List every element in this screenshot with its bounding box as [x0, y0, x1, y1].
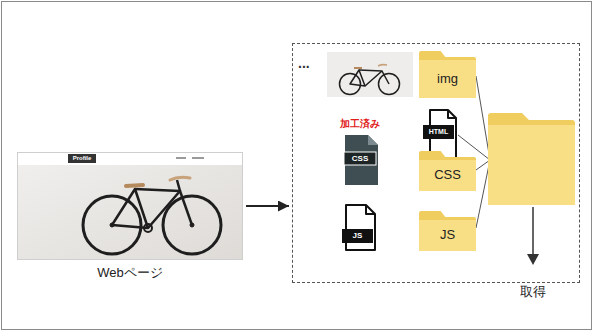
image-thumbnail	[327, 52, 413, 97]
folder-label: img	[437, 71, 458, 87]
file-page	[345, 135, 378, 185]
file-page	[346, 205, 375, 250]
arrow-shaft	[532, 207, 534, 256]
bicycle-rear-triangle	[350, 70, 365, 86]
bicycle-saddle	[354, 67, 362, 69]
logo-text: Profile	[68, 154, 96, 163]
file-type-label: JS	[342, 229, 373, 243]
bicycle-small	[340, 70, 400, 95]
file-group-box: imgCSS JS...	[292, 43, 580, 283]
thumbnail-nav-item	[192, 157, 204, 159]
file-fold	[448, 110, 456, 118]
webpage-thumbnail	[17, 152, 243, 260]
bicycle-main-triangle	[135, 189, 180, 228]
bicycle-saddle	[126, 185, 143, 186]
merge-line	[476, 76, 490, 160]
bicycle-main-triangle	[359, 70, 382, 86]
bicycle-crank	[144, 224, 152, 232]
flow-arrow	[246, 205, 289, 207]
arrow-head	[527, 254, 539, 265]
folder-back	[488, 113, 575, 205]
ellipsis-text: ...	[298, 56, 310, 70]
folder-back	[419, 51, 476, 98]
merge-lines	[458, 76, 490, 228]
folder: JS	[419, 211, 476, 251]
webpage-screenshot: Webページ	[17, 152, 243, 260]
folder: img	[419, 51, 476, 98]
thumbnail-logo-badge	[68, 154, 96, 163]
merge-line	[458, 135, 490, 160]
js-file-icon	[342, 205, 375, 250]
file-badge	[342, 229, 373, 243]
bicycle-handlebar	[378, 65, 387, 66]
folder: CSS	[419, 151, 476, 191]
folder-back	[419, 151, 476, 191]
result-label: 取得	[510, 283, 556, 300]
bicycle-fork	[180, 191, 192, 225]
folder-label: JS	[440, 227, 455, 243]
folder-label: CSS	[434, 167, 461, 183]
bicycle-fork	[382, 71, 389, 84]
merge-line	[476, 160, 490, 228]
folder-front	[488, 125, 575, 205]
thumbnail-wall	[17, 152, 243, 260]
file-fold	[366, 205, 375, 214]
folder-front	[419, 60, 476, 98]
file-fold	[368, 135, 378, 145]
file-type-label: CSS	[344, 152, 376, 165]
folder-front	[419, 220, 476, 251]
output-folder	[488, 113, 575, 205]
file-type-label: HTML	[423, 125, 454, 139]
thumbnail-header	[17, 152, 243, 165]
thumbnail-nav-item	[176, 157, 186, 159]
file-badge	[344, 152, 376, 165]
css-file-icon	[344, 135, 378, 185]
bicycle-rear-triangle	[112, 189, 148, 228]
bicycle-large	[83, 180, 221, 254]
bicycle-handlebar	[170, 177, 190, 180]
folder-back	[419, 211, 476, 251]
folder-front	[419, 160, 476, 191]
download-arrow	[527, 207, 539, 265]
caption-text: Webページ	[18, 265, 242, 281]
bicycle-stem	[177, 180, 180, 191]
file-badge	[423, 125, 454, 139]
processed-note: 加工済み	[336, 117, 384, 130]
image-thumbnail-wall	[327, 52, 413, 97]
